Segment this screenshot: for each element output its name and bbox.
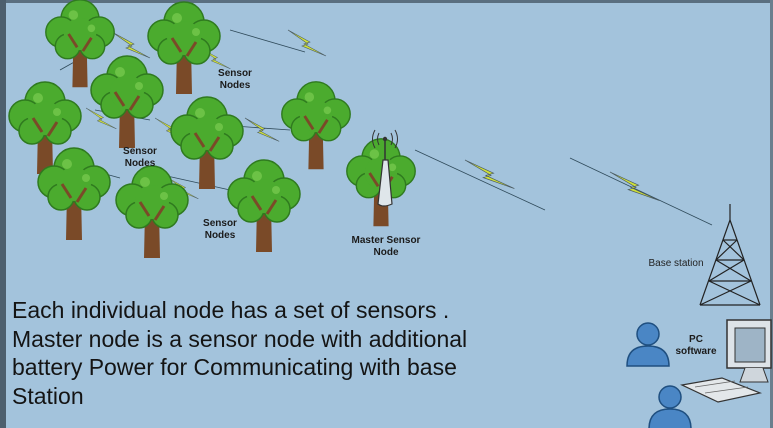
lightning-icon <box>111 31 151 59</box>
lightning-icon <box>287 29 327 57</box>
tree-icon <box>169 95 245 191</box>
tree-icon <box>279 79 353 172</box>
sensor-nodes-label: Sensor Nodes <box>123 146 157 169</box>
sensor-nodes-label: Sensor Nodes <box>203 218 237 241</box>
top-border <box>0 0 773 3</box>
person-icon <box>626 322 670 367</box>
antenna-icon <box>372 129 398 207</box>
master-sensor-node-label: Master Sensor Node <box>351 235 421 258</box>
sensor-nodes-label: Sensor Nodes <box>218 68 252 91</box>
tree-icon <box>114 164 190 260</box>
person-icon <box>648 385 692 428</box>
tower-icon <box>699 204 761 306</box>
pc-software-label: PC software <box>675 334 717 357</box>
right-border <box>770 0 773 428</box>
lightning-icon <box>244 117 280 142</box>
monitor-icon <box>726 319 772 383</box>
tree-icon <box>89 54 165 150</box>
keyboard-icon <box>680 377 763 403</box>
description-text: Each individual node has a set of sensor… <box>12 297 468 409</box>
base-station-label: Base station <box>648 258 704 269</box>
left-border <box>0 0 6 428</box>
